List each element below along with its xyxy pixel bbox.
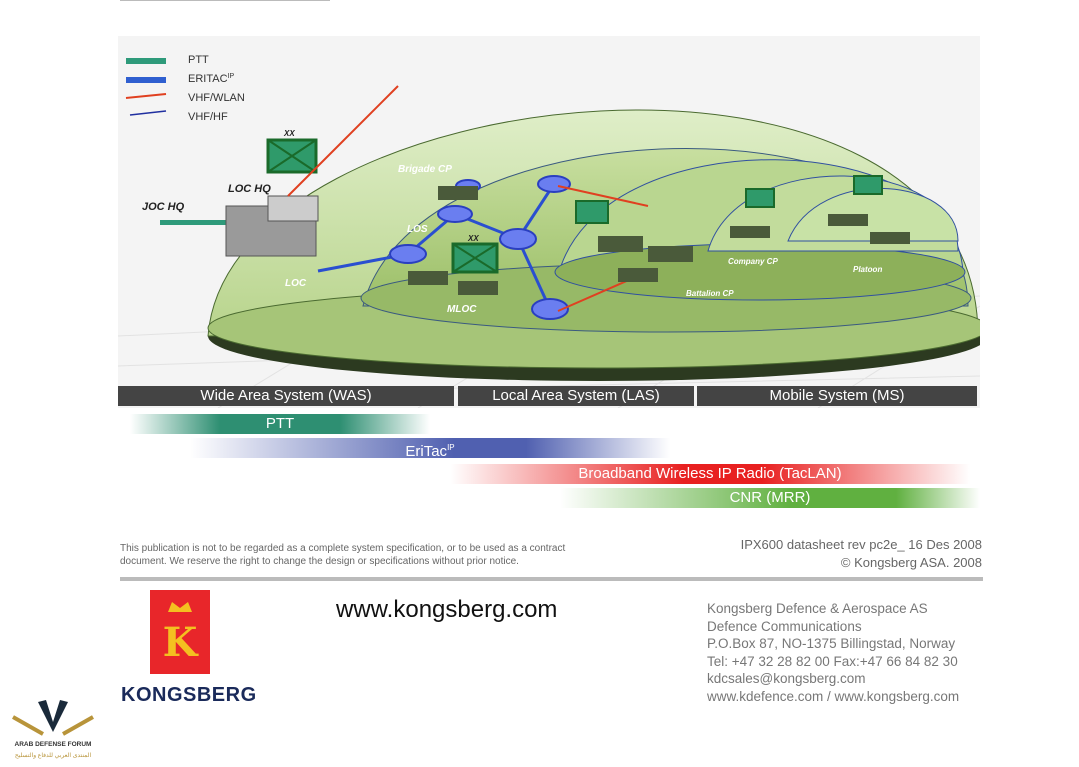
- address-line: Defence Communications: [707, 618, 862, 634]
- label-xx: XX: [467, 234, 479, 243]
- legend-vhf-wlan-swatch: [125, 93, 167, 99]
- revision-block: IPX600 datasheet rev pc2e_ 16 Des 2008 ©…: [741, 536, 982, 572]
- disclaimer: This publication is not to be regarded a…: [120, 542, 640, 568]
- vhf-wlan-link: [287, 85, 399, 197]
- label-battalion-cp: Battalion CP: [686, 289, 734, 298]
- label-brigade-cp: Brigade CP: [398, 164, 452, 175]
- legend-eritac-swatch: [126, 77, 166, 83]
- address-line: Tel: +47 32 28 82 00 Fax:+47 66 84 82 30: [707, 653, 958, 669]
- label-los: LOS: [407, 224, 428, 235]
- contact-websites[interactable]: www.kdefence.com / www.kongsberg.com: [707, 688, 960, 704]
- copyright-text: © Kongsberg ASA. 2008: [840, 555, 982, 570]
- label-joc-hq: JOC HQ: [142, 201, 185, 213]
- ptt-link: [160, 220, 230, 225]
- legend-eritac: ERITACIP: [188, 73, 234, 85]
- zone-las: Local Area System (LAS): [458, 386, 694, 406]
- label-mloc: MLOC: [447, 304, 477, 315]
- svg-text:ARAB DEFENSE FORUM: ARAB DEFENSE FORUM: [15, 741, 92, 748]
- contact-email[interactable]: kdcsales@kongsberg.com: [707, 671, 866, 687]
- disclaimer-line: This publication is not to be regarded a…: [120, 543, 566, 554]
- footer-rule: [120, 577, 983, 581]
- disclaimer-line: document. We reserve the right to change…: [120, 556, 519, 567]
- label-loc-hq: LOC HQ: [228, 183, 271, 195]
- label-loc: LOC: [285, 278, 307, 289]
- revision-text: IPX600 datasheet rev pc2e_ 16 Des 2008: [740, 537, 982, 552]
- legend-vhf-hf-swatch: [129, 110, 167, 116]
- band-cnr: CNR (MRR): [560, 488, 980, 508]
- band-taclan: Broadband Wireless IP Radio (TacLAN): [450, 464, 970, 484]
- band-eritac: EriTacIP: [190, 438, 670, 460]
- legend: PTT ERITACIP VHF/WLAN VHF/HF: [125, 54, 245, 123]
- contact-address: Kongsberg Defence & Aerospace AS Defence…: [707, 600, 959, 706]
- top-rule: [120, 0, 330, 1]
- band-ptt: PTT: [130, 414, 430, 434]
- address-line: P.O.Box 87, NO-1375 Billingstad, Norway: [707, 636, 956, 652]
- vehicles: [408, 186, 910, 295]
- kongsberg-crest-logo: K: [150, 590, 210, 674]
- legend-ptt-swatch: [126, 58, 166, 64]
- arab-defense-forum-watermark: ARAB DEFENSE FORUM المنتدى العربي للدفاع…: [8, 692, 98, 762]
- label-platoon: Platoon: [853, 265, 882, 274]
- label-company-cp: Company CP: [728, 257, 778, 266]
- label-xx: XX: [283, 129, 295, 138]
- kongsberg-wordmark: KONGSBERG: [121, 684, 257, 706]
- zone-was: Wide Area System (WAS): [118, 386, 454, 406]
- svg-text:K: K: [163, 619, 199, 666]
- loc-hq-building: [225, 195, 319, 257]
- website-link[interactable]: www.kongsberg.com: [336, 596, 558, 623]
- svg-text:المنتدى العربي للدفاع والتسليح: المنتدى العربي للدفاع والتسليح: [15, 752, 92, 759]
- legend-ptt: PTT: [188, 54, 209, 66]
- legend-vhf-wlan: VHF/WLAN: [188, 92, 245, 104]
- legend-vhf-hf: VHF/HF: [188, 111, 228, 123]
- address-line: Kongsberg Defence & Aerospace AS: [707, 601, 928, 616]
- zone-ms: Mobile System (MS): [697, 386, 977, 406]
- network-diagram: PTT ERITACIP VHF/WLAN VHF/HF JOC HQ LOC …: [118, 36, 980, 408]
